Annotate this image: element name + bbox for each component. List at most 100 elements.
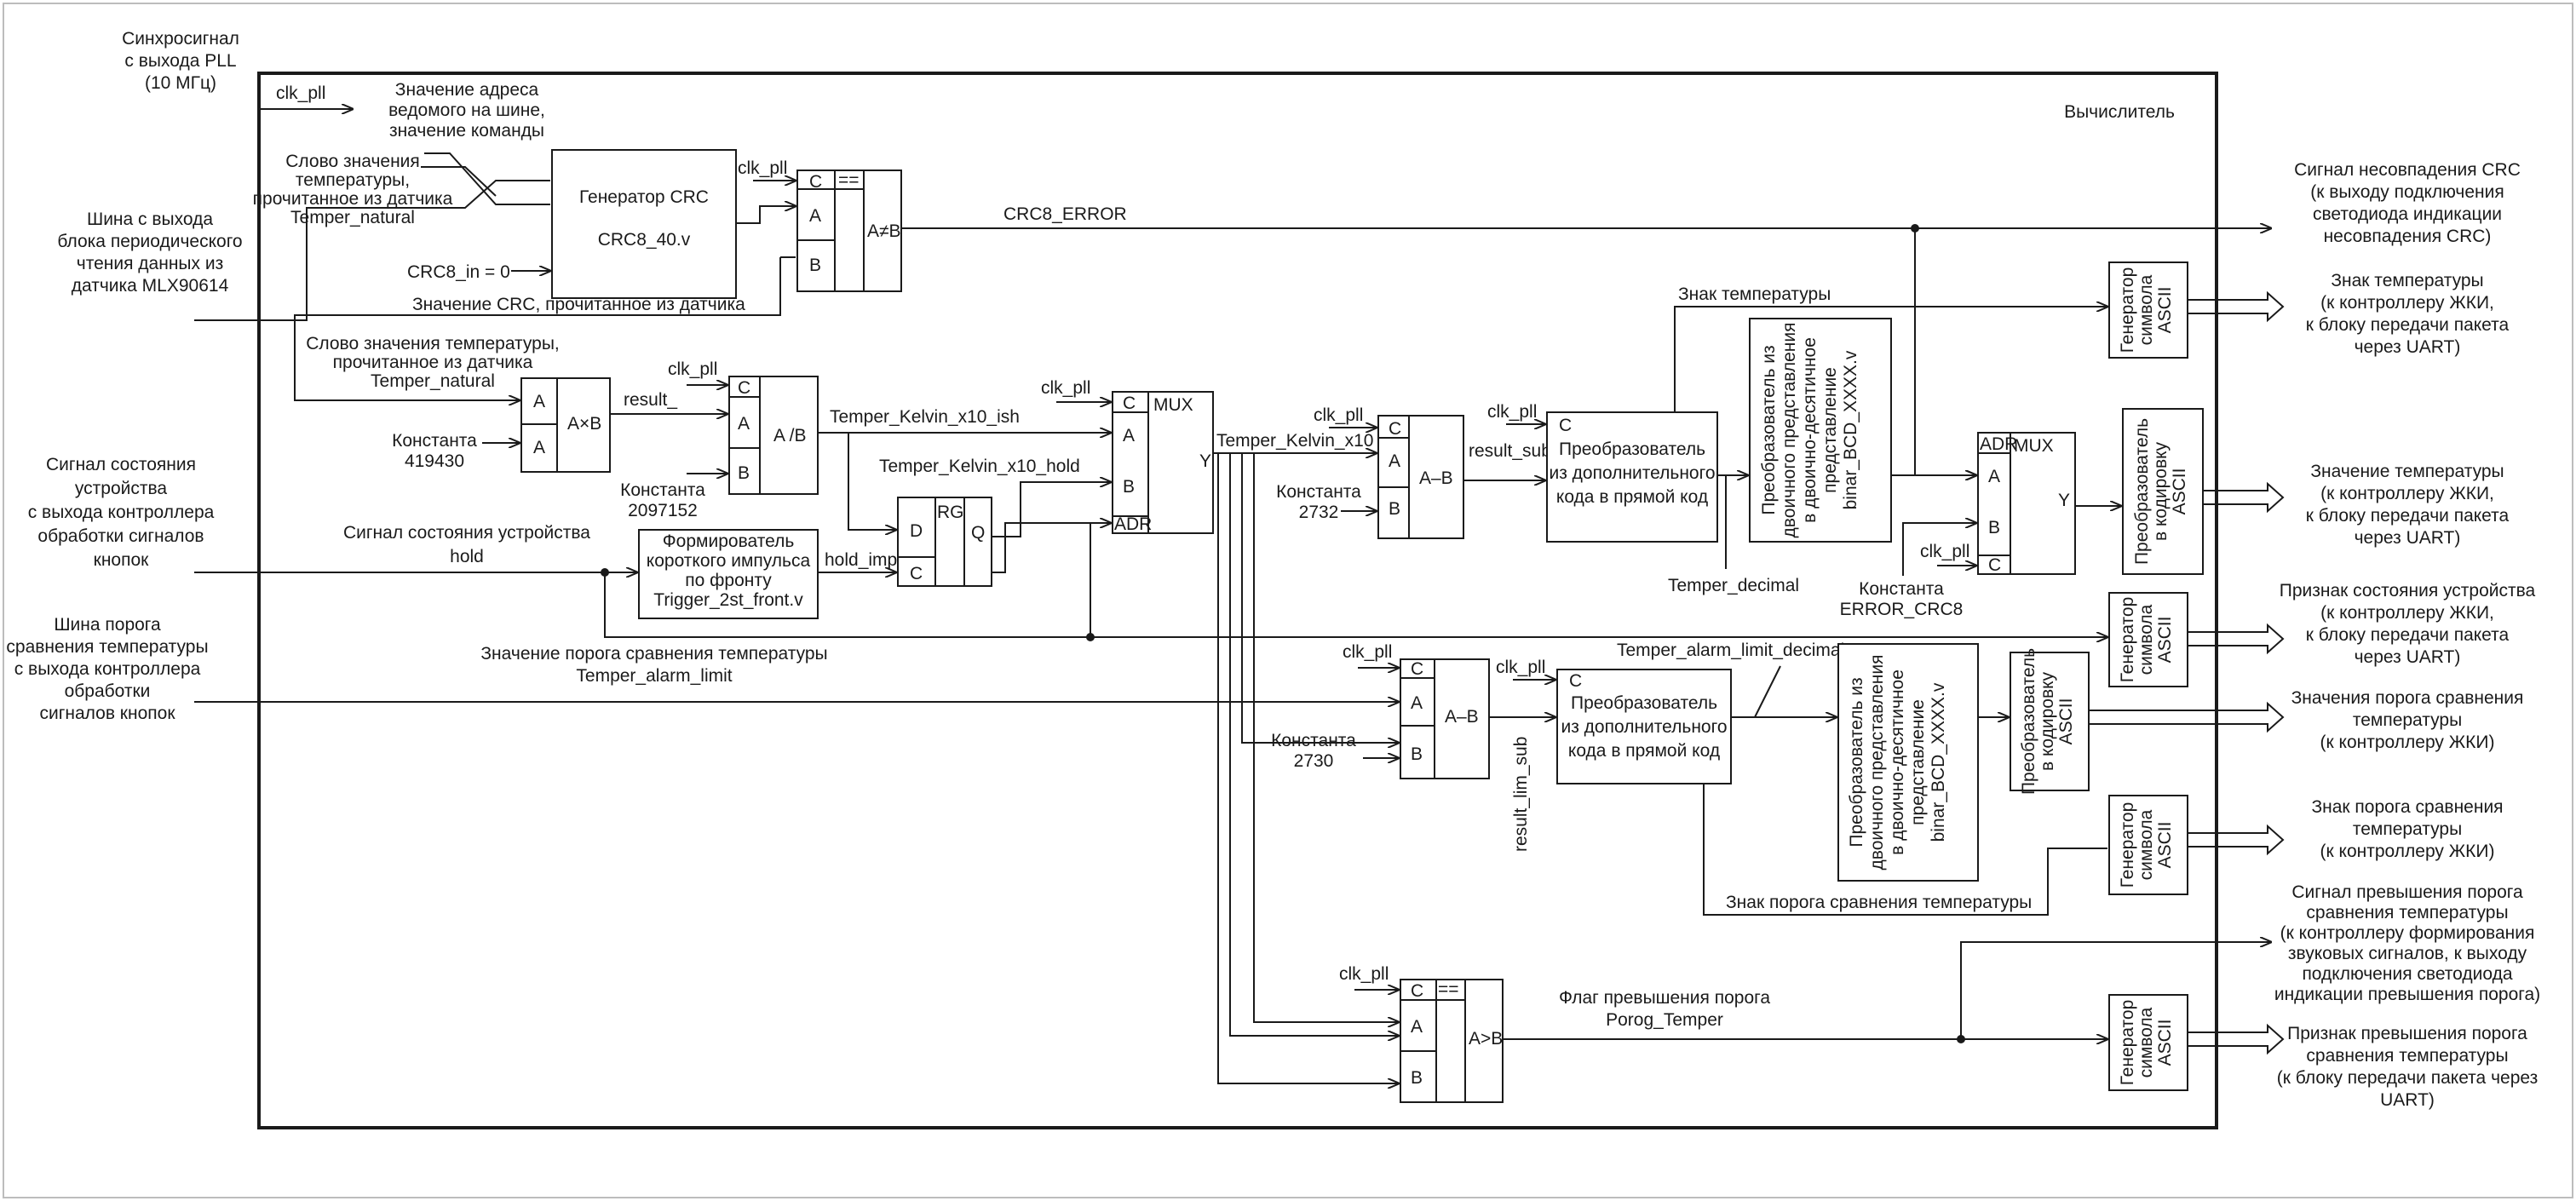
pulse-former-block (638, 529, 819, 619)
ascii-gen-sign-label: ГенераторсимволаASCII (2118, 267, 2175, 353)
kelvin-bus-down4 (1253, 453, 1399, 1022)
bus-line-3 (295, 180, 550, 321)
crc-generator-block (551, 149, 737, 299)
mux1-port-y: Y (1199, 451, 1211, 471)
div-port-b: B (738, 463, 750, 483)
cmp-port-gt: A>B (1469, 1029, 1503, 1049)
kelvin-to-rg (848, 433, 896, 530)
cmp-port-b: B (1411, 1068, 1423, 1088)
rg-port-q: Q (971, 523, 985, 543)
crc-compare-block (796, 170, 902, 292)
mux2-port-mux: MUX (2014, 436, 2054, 456)
sub1-port-b: B (1389, 499, 1400, 519)
output-value-label: Значение температуры(к контроллеру ЖКИ,к… (2306, 462, 2510, 548)
crc-in-label: CRC8_in = 0 (407, 262, 510, 282)
mul-port-a2: A (533, 438, 545, 457)
mux1-block (1112, 391, 1214, 534)
register-block (897, 497, 992, 587)
state-line-down (604, 572, 2107, 637)
cmp-port-a: A (1411, 1017, 1423, 1037)
mux2-block (1977, 432, 2076, 575)
ascii-gen-exceed-label: ГенераторсимволаASCII (2118, 1000, 2175, 1086)
mux2-port-y: Y (2058, 491, 2070, 510)
sub2-port-op: A–B (1445, 707, 1479, 727)
sub2-port-c: C (1411, 659, 1423, 679)
mux1-port-c: C (1123, 394, 1136, 413)
mul-port-op: A×B (567, 414, 601, 434)
ascii-gen-limit-block (2108, 795, 2188, 895)
converter1-block (1546, 411, 1718, 543)
hold-junction (1086, 633, 1095, 641)
sign-temp-label: Знак температуры (1678, 284, 1831, 304)
ascii-gen-state-block (2108, 592, 2188, 687)
bcd1-label: Преобразователь издвоичного представлени… (1759, 323, 1860, 538)
hold-to-mux-adr (992, 522, 1091, 637)
ascii-gen-limit-label: ГенераторсимволаASCII (2118, 802, 2175, 888)
word2-label: Слово значения температуры,прочитанное и… (306, 334, 560, 391)
const4-line (1902, 523, 1976, 576)
mux1-port-adr: ADR (1114, 514, 1152, 534)
out-arrow-value (2203, 481, 2285, 514)
clk-pll-conv2: clk_pll (1496, 658, 1545, 677)
clk-pll-cmp: clk_pll (1339, 964, 1389, 984)
kelvin-hold-line (992, 482, 1111, 537)
ascii-gen-exceed-block (2108, 994, 2188, 1091)
subtractor1-block (1377, 415, 1464, 539)
result-sub-label: result_sub (1469, 441, 1551, 461)
mux1-port-a: A (1123, 426, 1135, 445)
bcd2-label: Преобразователь издвоичного представлени… (1847, 655, 1948, 871)
clk-pll-crc: clk_pll (738, 158, 787, 178)
clk-pll-sub1: clk_pll (1314, 405, 1363, 425)
frame-title: Вычислитель (2064, 102, 2175, 122)
temper-decimal-label: Temper_decimal (1668, 576, 1799, 595)
bcd2-block (1837, 643, 1979, 882)
word2-line (294, 320, 520, 400)
conv2-port-c: C (1569, 671, 1582, 691)
sub2-port-b: B (1411, 744, 1423, 764)
crc-gen-out (736, 206, 796, 224)
out-arrow-limit-sign (2188, 824, 2285, 856)
crc-read-label: Значение CRC, прочитанное из датчика (412, 295, 745, 314)
clk-pll-div: clk_pll (668, 359, 717, 379)
out-arrow-state (2188, 623, 2285, 655)
sub2-port-a: A (1411, 693, 1423, 713)
mux2-port-b: B (1988, 518, 2000, 537)
sign-temp-line (1674, 307, 2107, 412)
word1-line (424, 152, 550, 205)
rg-port-c: C (910, 564, 923, 583)
ascii-gen-sign-block (2108, 261, 2188, 359)
div-port-c: C (738, 378, 750, 398)
kelvin-ish-label: Temper_Kelvin_x10_ish (830, 407, 1020, 427)
sign-limit-label: Знак порога сравнения температуры (1726, 893, 2032, 912)
kelvin-bus-down1 (1217, 453, 1399, 1083)
ascii-code1-label: Преобразовательв кодировкуASCII (2132, 418, 2189, 565)
mux1-port-b: B (1123, 477, 1135, 497)
bus-line-2 (294, 257, 781, 320)
sub1-port-op: A–B (1419, 468, 1453, 488)
alarm-decimal-tap (1754, 665, 1781, 718)
output-arrows (2089, 290, 2285, 1055)
crc-port-eq: == (838, 170, 860, 190)
kelvin-hold-label: Temper_Kelvin_x10_hold (879, 457, 1080, 476)
kelvin-bus-down2 (1229, 453, 1399, 1036)
clk-pll-sub2: clk_pll (1343, 642, 1392, 662)
mul-port-a1: A (533, 392, 545, 411)
out-arrow-exceed (2188, 1023, 2285, 1055)
cmp-port-c: C (1411, 981, 1423, 1001)
clk-pll-mux1: clk_pll (1041, 378, 1090, 398)
output-crc-label: Сигнал несовпадения CRC(к выходу подключ… (2294, 160, 2521, 246)
